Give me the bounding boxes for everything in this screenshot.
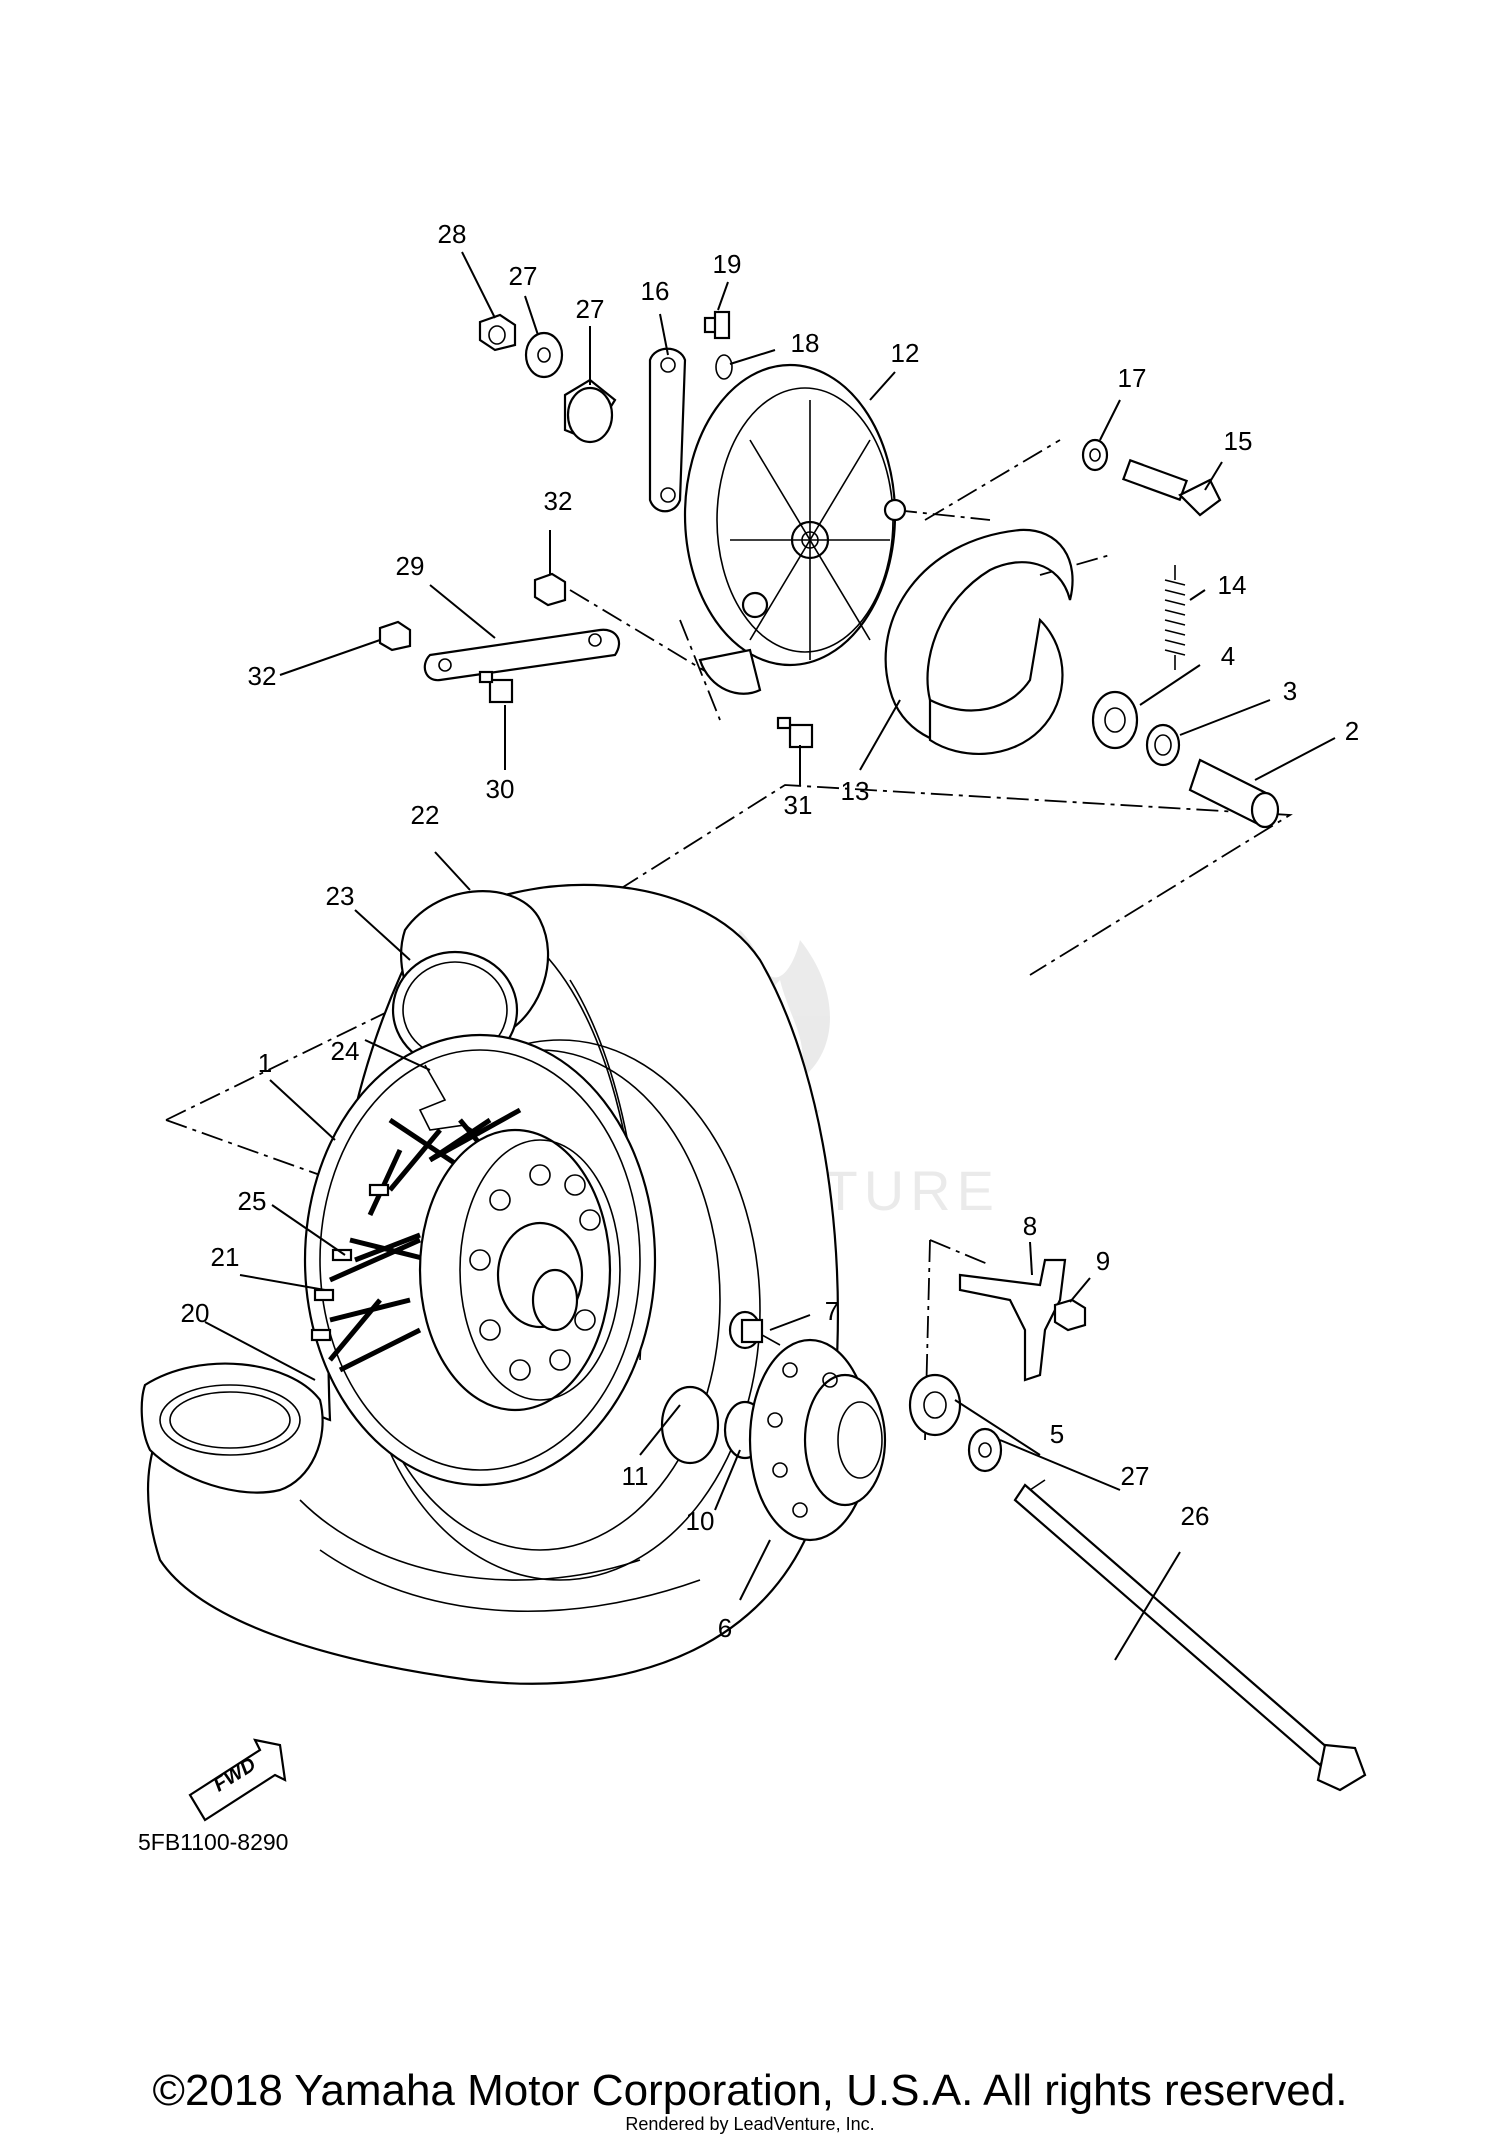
copyright-notice: ©2018 Yamaha Motor Corporation, U.S.A. A… xyxy=(153,2066,1348,2115)
pin-18 xyxy=(715,354,733,380)
spoke-nipples xyxy=(310,1183,390,1342)
callout-25: 25 xyxy=(238,1186,267,1216)
bolt-19 xyxy=(703,310,731,340)
callout-27-bottom: 27 xyxy=(1121,1461,1150,1491)
callout-4: 4 xyxy=(1221,641,1235,671)
nut-32-upper xyxy=(533,572,567,607)
callout-19: 19 xyxy=(713,249,742,279)
callout-32-upper: 32 xyxy=(544,486,573,516)
callout-14: 14 xyxy=(1218,570,1247,600)
callout-11: 11 xyxy=(622,1461,649,1491)
fwd-arrow-icon: FWD xyxy=(188,1738,287,1822)
clutch-hub-6 xyxy=(748,1338,887,1542)
collar-28 xyxy=(563,378,617,444)
tire-section-bottom xyxy=(140,1362,324,1494)
wheel-axle-26 xyxy=(1013,1479,1367,1792)
callout-9: 9 xyxy=(1096,1246,1110,1276)
diagram-code: 5FB1100-8290 xyxy=(138,1829,288,1855)
bearing-5 xyxy=(908,1373,962,1437)
callout-22: 22 xyxy=(411,800,440,830)
nut-29 xyxy=(478,313,517,352)
callout-31-left: 30 xyxy=(486,774,515,804)
camshaft-lever xyxy=(648,347,687,513)
callout-17: 17 xyxy=(1118,363,1147,393)
callout-16: 16 xyxy=(641,276,670,306)
callout-28: 27 xyxy=(576,294,605,324)
callout-10: 10 xyxy=(686,1506,715,1536)
callout-13: 13 xyxy=(841,776,870,806)
bolt-31-right xyxy=(776,716,814,749)
callout-24: 24 xyxy=(331,1036,360,1066)
callout-7: 7 xyxy=(825,1296,839,1326)
callout-6: 6 xyxy=(718,1613,732,1643)
callout-23: 23 xyxy=(326,881,355,911)
bearing-4 xyxy=(1091,690,1139,750)
callout-18: 18 xyxy=(791,328,820,358)
valve-24 xyxy=(418,1064,481,1136)
callout-8: 8 xyxy=(1023,1211,1037,1241)
callout-12: 12 xyxy=(891,338,920,368)
washer-27-bottom xyxy=(967,1427,1003,1473)
callout-32-lower: 32 xyxy=(248,661,277,691)
callout-15: 15 xyxy=(1224,426,1253,456)
callout-5: 5 xyxy=(1050,1419,1064,1449)
callout-21: 21 xyxy=(211,1242,240,1272)
spring xyxy=(1164,565,1186,670)
wheel-hub xyxy=(418,1128,621,1412)
callout-27-top: 27 xyxy=(509,261,538,291)
spacer-2 xyxy=(1188,758,1280,829)
brake-camshaft xyxy=(1121,458,1222,517)
brake-panel xyxy=(683,363,907,695)
callout-26: 26 xyxy=(1181,1501,1210,1531)
bolt-7 xyxy=(728,1310,781,1350)
bolt-31-left xyxy=(478,670,514,704)
washer-17 xyxy=(1081,438,1109,472)
bracket-8 xyxy=(958,1258,1067,1382)
tension-bar xyxy=(423,628,621,682)
callout-20: 20 xyxy=(181,1298,210,1328)
callout-1: 1 xyxy=(258,1048,272,1078)
callout-31-right: 31 xyxy=(784,790,813,820)
callout-3: 3 xyxy=(1283,676,1297,706)
callout-2: 2 xyxy=(1345,716,1359,746)
oil-seal-3 xyxy=(1145,723,1181,767)
washer-27-top xyxy=(524,331,564,379)
callout-labels: 28 27 27 16 19 18 12 17 15 14 4 3 2 32 2… xyxy=(181,219,1360,1643)
callout-30: 29 xyxy=(396,551,425,581)
brake-shoes xyxy=(884,528,1074,755)
leader-lines xyxy=(204,251,1336,1661)
nut-32-lower xyxy=(378,620,412,652)
callout-29: 28 xyxy=(438,219,467,249)
rendered-by-notice: Rendered by LeadVenture, Inc. xyxy=(625,2114,874,2134)
o-ring-11 xyxy=(660,1385,720,1465)
nut-9 xyxy=(1053,1298,1087,1332)
